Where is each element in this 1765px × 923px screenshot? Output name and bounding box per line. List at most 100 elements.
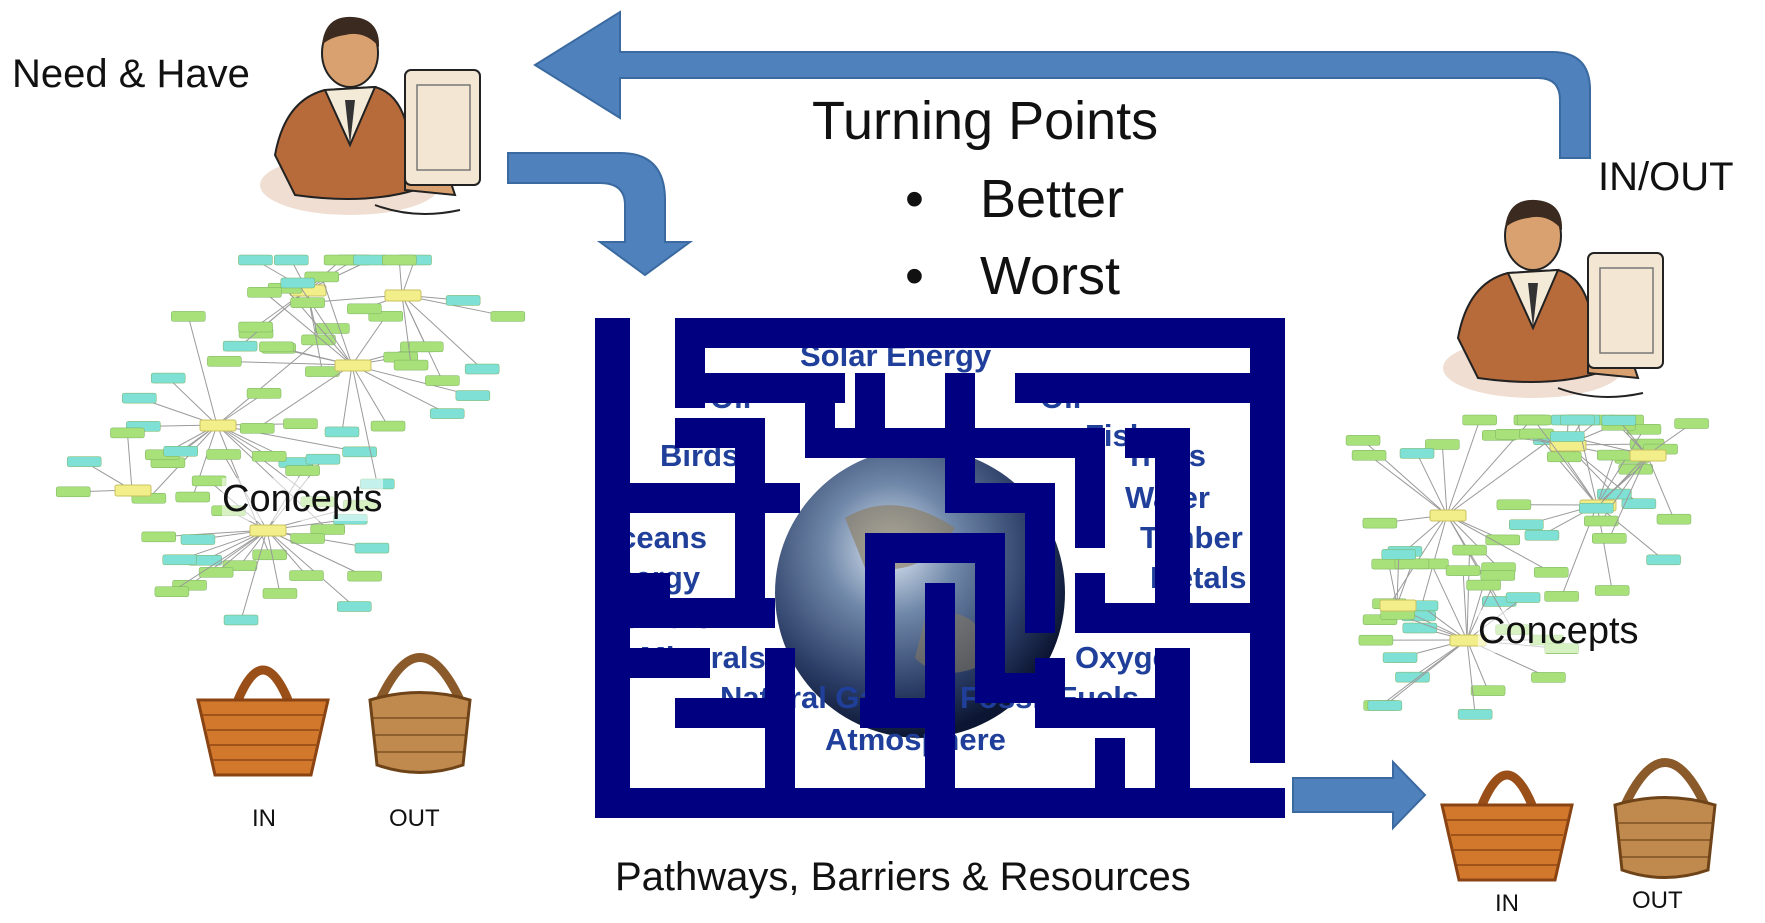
concept-node [290, 297, 325, 308]
concept-node [180, 534, 216, 545]
concept-node [1466, 579, 1501, 591]
concept-node [1505, 592, 1541, 603]
concept-node [238, 254, 273, 266]
concept-link [1618, 420, 1648, 456]
concept-node [310, 524, 345, 535]
concept-node [207, 356, 242, 367]
concept-node [1656, 513, 1692, 525]
concept-link [351, 364, 473, 397]
concept-node [1597, 449, 1632, 461]
concept-link [1596, 504, 1664, 561]
concept-node [1509, 519, 1544, 530]
concept-hub [334, 359, 372, 372]
concept-node [246, 388, 282, 399]
concept-node [1452, 544, 1487, 556]
concept-node [238, 321, 273, 333]
concept-link [266, 529, 355, 607]
concept-node [175, 491, 210, 503]
concept-hub [249, 524, 287, 537]
concept-node [1485, 534, 1521, 546]
concept-node [382, 254, 417, 266]
concept-hub [199, 419, 237, 432]
concept-node [122, 392, 157, 404]
concept-link [240, 529, 268, 621]
concept-node [171, 311, 206, 322]
concept-node [323, 254, 359, 266]
concept-link [351, 315, 387, 366]
concept-node [1519, 428, 1554, 440]
concept-node [1533, 566, 1569, 578]
concept-link [187, 316, 218, 426]
concept-node [337, 601, 372, 612]
concept-link [1446, 514, 1499, 568]
concept-link [167, 377, 218, 426]
concept-node [305, 366, 340, 377]
concept-link [1416, 453, 1448, 516]
concept-link [1441, 444, 1448, 516]
concept-link [1646, 454, 1675, 520]
concept-node [1402, 622, 1438, 634]
concept-node [252, 549, 287, 561]
concept-node [259, 341, 294, 353]
concept-map-left [55, 254, 526, 626]
concept-link [351, 364, 389, 427]
concept-link [126, 432, 133, 491]
concept-node [347, 303, 382, 315]
concept-node [464, 363, 500, 375]
concept-node [141, 531, 176, 543]
concept-node [409, 341, 444, 353]
person-at-computer-icon [260, 16, 481, 215]
concept-node [1584, 515, 1619, 527]
concept-link [1446, 439, 1551, 516]
concept-node [1425, 439, 1460, 450]
concept-node [1345, 435, 1381, 446]
concept-node [110, 427, 145, 439]
concept-link [1536, 433, 1598, 506]
concept-link [1368, 454, 1448, 516]
concept-node [285, 465, 320, 476]
concept-node [1524, 529, 1560, 541]
bullet-dot: • [905, 246, 924, 306]
concept-node [1516, 414, 1552, 426]
concept-link [1595, 454, 1648, 509]
concept-node [1399, 448, 1435, 459]
concept-node [1646, 554, 1681, 566]
concept-node [1547, 451, 1582, 463]
concept-node [198, 567, 234, 578]
concept-link [224, 360, 353, 366]
concept-node [239, 423, 275, 434]
concept-link [266, 529, 365, 577]
concept-node [55, 486, 91, 498]
person-at-computer-icon [1443, 199, 1664, 398]
concept-node [347, 570, 382, 582]
concept-link [401, 294, 412, 366]
concept-link [1533, 419, 1598, 506]
concept-node [154, 586, 190, 597]
concept-node [1445, 565, 1481, 576]
concept-link [266, 529, 307, 576]
concept-node [163, 446, 198, 457]
concept-link [1388, 563, 1398, 606]
concept-node [1362, 517, 1398, 529]
concept-link [401, 294, 483, 370]
concept-node [66, 456, 102, 467]
concept-link [1420, 605, 1468, 641]
concept-link [256, 364, 353, 429]
concept-node [1381, 549, 1417, 560]
basket-in-label-right: IN [1495, 890, 1519, 917]
basket-icon [368, 653, 472, 774]
concept-node [429, 408, 465, 419]
concept-hub [1379, 599, 1417, 612]
basket-icon [196, 665, 330, 777]
concept-link [1466, 639, 1489, 691]
concept-node [1462, 414, 1497, 426]
concept-link [171, 529, 268, 593]
concept-hub [384, 289, 422, 302]
basket-out-label-left: OUT [389, 805, 440, 832]
turning-points-bullet-worst: •Worst [905, 246, 1121, 306]
bullet-dot: • [905, 169, 924, 229]
concepts-label-left: Concepts [222, 478, 383, 521]
concept-node [1618, 463, 1653, 475]
